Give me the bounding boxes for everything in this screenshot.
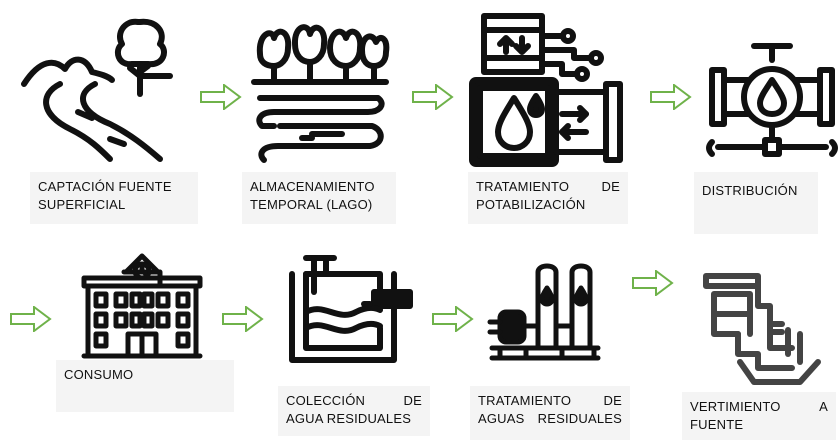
- step-label-distribucion: DISTRIBUCIÓN: [694, 172, 818, 234]
- label-word: VERTIMIENTO: [690, 399, 781, 414]
- discharge-pipe-icon: [700, 270, 826, 388]
- label-word: A: [819, 399, 828, 414]
- label-word: DE: [403, 393, 422, 408]
- step-label-tratamiento-potabilizacion: TRATAMIENTO DE POTABILIZACIÓN: [468, 172, 628, 224]
- flow-arrow-icon: [632, 270, 674, 296]
- label-word: AGUAS: [478, 411, 525, 426]
- label-line: CAPTACIÓN FUENTE: [38, 179, 172, 194]
- label-line: DISTRIBUCIÓN: [702, 183, 798, 198]
- step-label-almacenamiento: ALMACENAMIENTO TEMPORAL (LAGO): [242, 172, 396, 224]
- flow-arrow-icon: [650, 84, 692, 110]
- label-word: COLECCIÓN: [286, 393, 366, 408]
- wastewater-plant-icon: [486, 256, 602, 366]
- label-word: RESIDUALES: [537, 411, 622, 426]
- flow-arrow-icon: [412, 84, 454, 110]
- flow-arrow-icon: [432, 306, 474, 332]
- step-label-tratamiento-residuales: TRATAMIENTO DE AGUAS RESIDUALES: [470, 386, 630, 440]
- label-line: SUPERFICIAL: [38, 197, 126, 212]
- treatment-plant-icon: [466, 10, 626, 170]
- label-line: FUENTE: [690, 417, 744, 432]
- label-word: TRATAMIENTO: [478, 393, 572, 408]
- collection-tank-icon: [284, 252, 416, 368]
- label-line: CONSUMO: [64, 367, 134, 382]
- step-label-consumo: CONSUMO: [56, 360, 234, 412]
- lake-trees-icon: [250, 14, 390, 164]
- label-line: TEMPORAL (LAGO): [250, 197, 373, 212]
- label-line: AGUA RESIDUALES: [286, 411, 412, 426]
- step-label-captacion: CAPTACIÓN FUENTE SUPERFICIAL: [30, 172, 198, 224]
- step-label-coleccion: COLECCIÓN DE AGUA RESIDUALES: [278, 386, 430, 436]
- label-word: DE: [601, 179, 620, 194]
- label-word: DE: [603, 393, 622, 408]
- flow-arrow-icon: [222, 306, 264, 332]
- flow-arrow-icon: [200, 84, 242, 110]
- step-label-vertimiento: VERTIMIENTO A FUENTE: [682, 392, 836, 440]
- label-line: ALMACENAMIENTO: [250, 179, 375, 194]
- flow-arrow-icon: [10, 306, 52, 332]
- river-landscape-icon: [20, 14, 180, 164]
- pipe-valve-icon: [704, 40, 840, 164]
- label-word: TRATAMIENTO: [476, 179, 570, 194]
- building-icon: [80, 252, 204, 360]
- label-line: POTABILIZACIÓN: [476, 197, 586, 212]
